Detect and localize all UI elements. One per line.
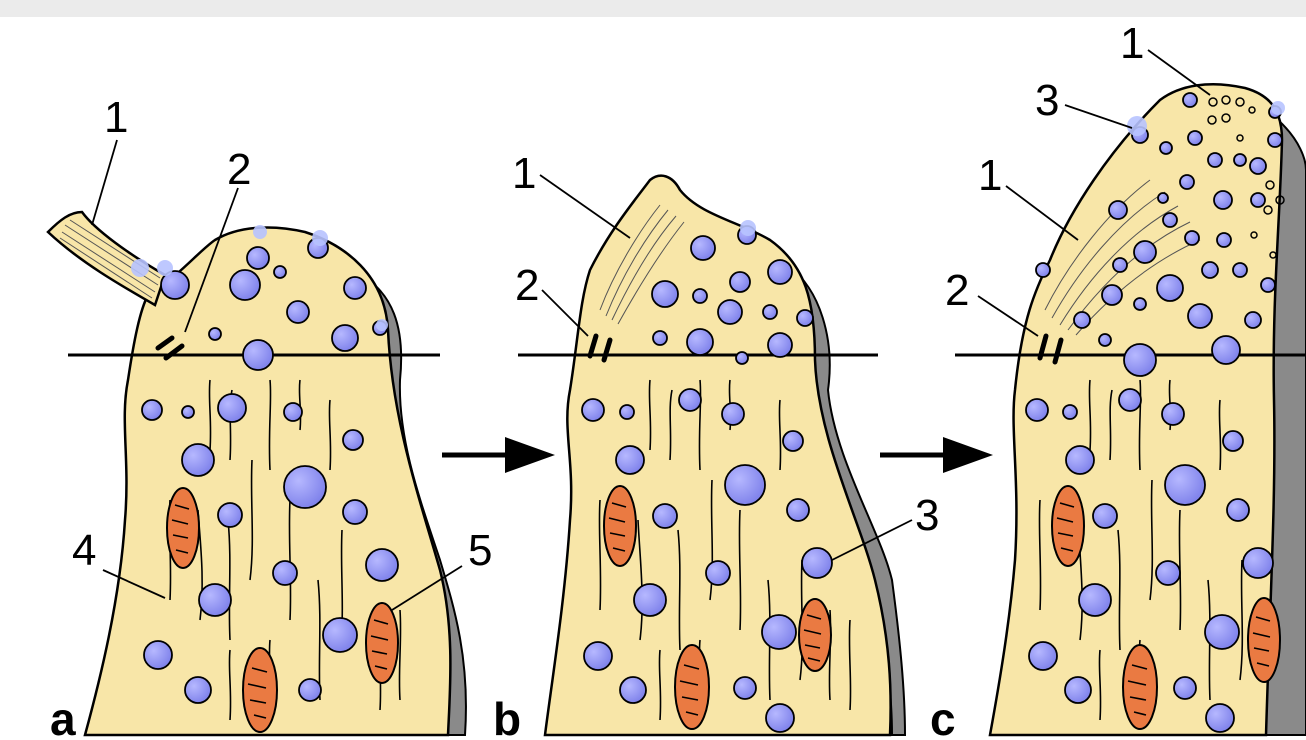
label-2: 2	[227, 145, 251, 194]
cilium-protrusion	[48, 212, 165, 305]
label-4: 4	[72, 526, 96, 575]
panel-letter-c: c	[930, 693, 956, 740]
label-1: 1	[1120, 19, 1144, 68]
label-1: 1	[512, 149, 536, 198]
panel-a: 1 2 4 5 a	[48, 93, 492, 740]
label-2: 2	[515, 261, 539, 310]
label-2: 2	[945, 266, 969, 315]
label-3: 3	[915, 491, 939, 540]
panel-c: 1 3 1 2 c	[930, 19, 1306, 740]
right-arrow	[880, 437, 993, 473]
panel-b: 1 2 3 b	[493, 149, 939, 740]
panel-letter-b: b	[493, 693, 521, 740]
secretion-puffs	[740, 220, 756, 236]
label-3: 3	[1035, 76, 1059, 125]
panel-letter-a: a	[50, 693, 76, 740]
label-1: 1	[104, 93, 128, 142]
right-arrow	[442, 437, 555, 473]
label-5: 5	[468, 526, 492, 575]
label-1: 1	[978, 151, 1002, 200]
